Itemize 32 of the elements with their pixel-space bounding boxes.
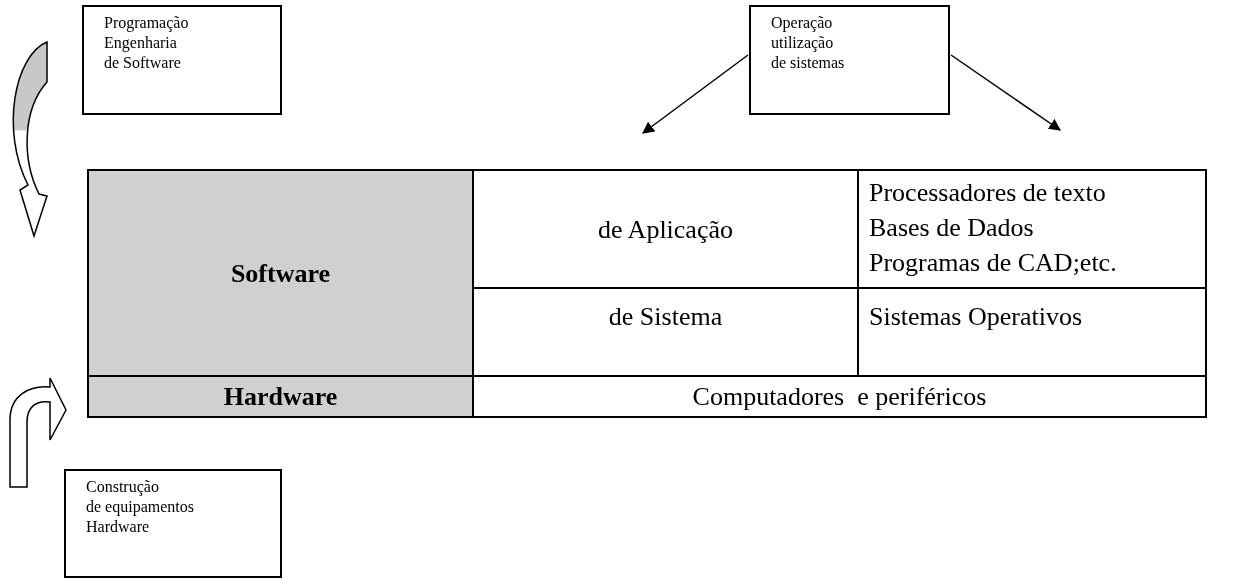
cell-text: Bases de Dados	[869, 212, 1034, 244]
cell-text: Hardware	[86, 517, 150, 537]
cell-text: Sistemas Operativos	[869, 301, 1083, 333]
table-cell	[88, 376, 473, 417]
cell-text: Construção	[86, 477, 159, 497]
arrow	[950, 54, 1061, 131]
cell-text: de Software	[104, 53, 181, 73]
cell-text: Engenharia	[104, 33, 177, 53]
note-box	[82, 5, 282, 115]
cell-text: de sistemas	[771, 53, 845, 73]
curved-block-arrow	[9, 377, 67, 488]
table-cell	[88, 170, 473, 376]
curved-block-arrow	[12, 41, 48, 237]
cell-text: Programas de CAD;etc.	[869, 247, 1117, 279]
cell-text: Hardware	[223, 381, 338, 413]
table-cell	[858, 170, 1206, 288]
cell-text: utilização	[771, 33, 834, 53]
cell-text: Software	[230, 257, 331, 290]
table-cell	[473, 376, 1206, 417]
cell-text: de Sistema	[608, 301, 723, 333]
cell-text: de Aplicação	[598, 213, 733, 246]
table-cell	[473, 288, 858, 376]
cell-text: de equipamentos	[86, 497, 194, 517]
arrow	[642, 54, 749, 134]
table-cell	[858, 288, 1206, 376]
note-box	[64, 469, 282, 578]
table-cell	[473, 170, 858, 288]
cell-text: Programação	[104, 13, 189, 33]
cell-text: Computadores e periféricos	[692, 381, 987, 413]
note-box	[749, 5, 950, 115]
cell-text: Operação	[771, 13, 833, 33]
cell-text: Processadores de texto	[869, 177, 1106, 209]
